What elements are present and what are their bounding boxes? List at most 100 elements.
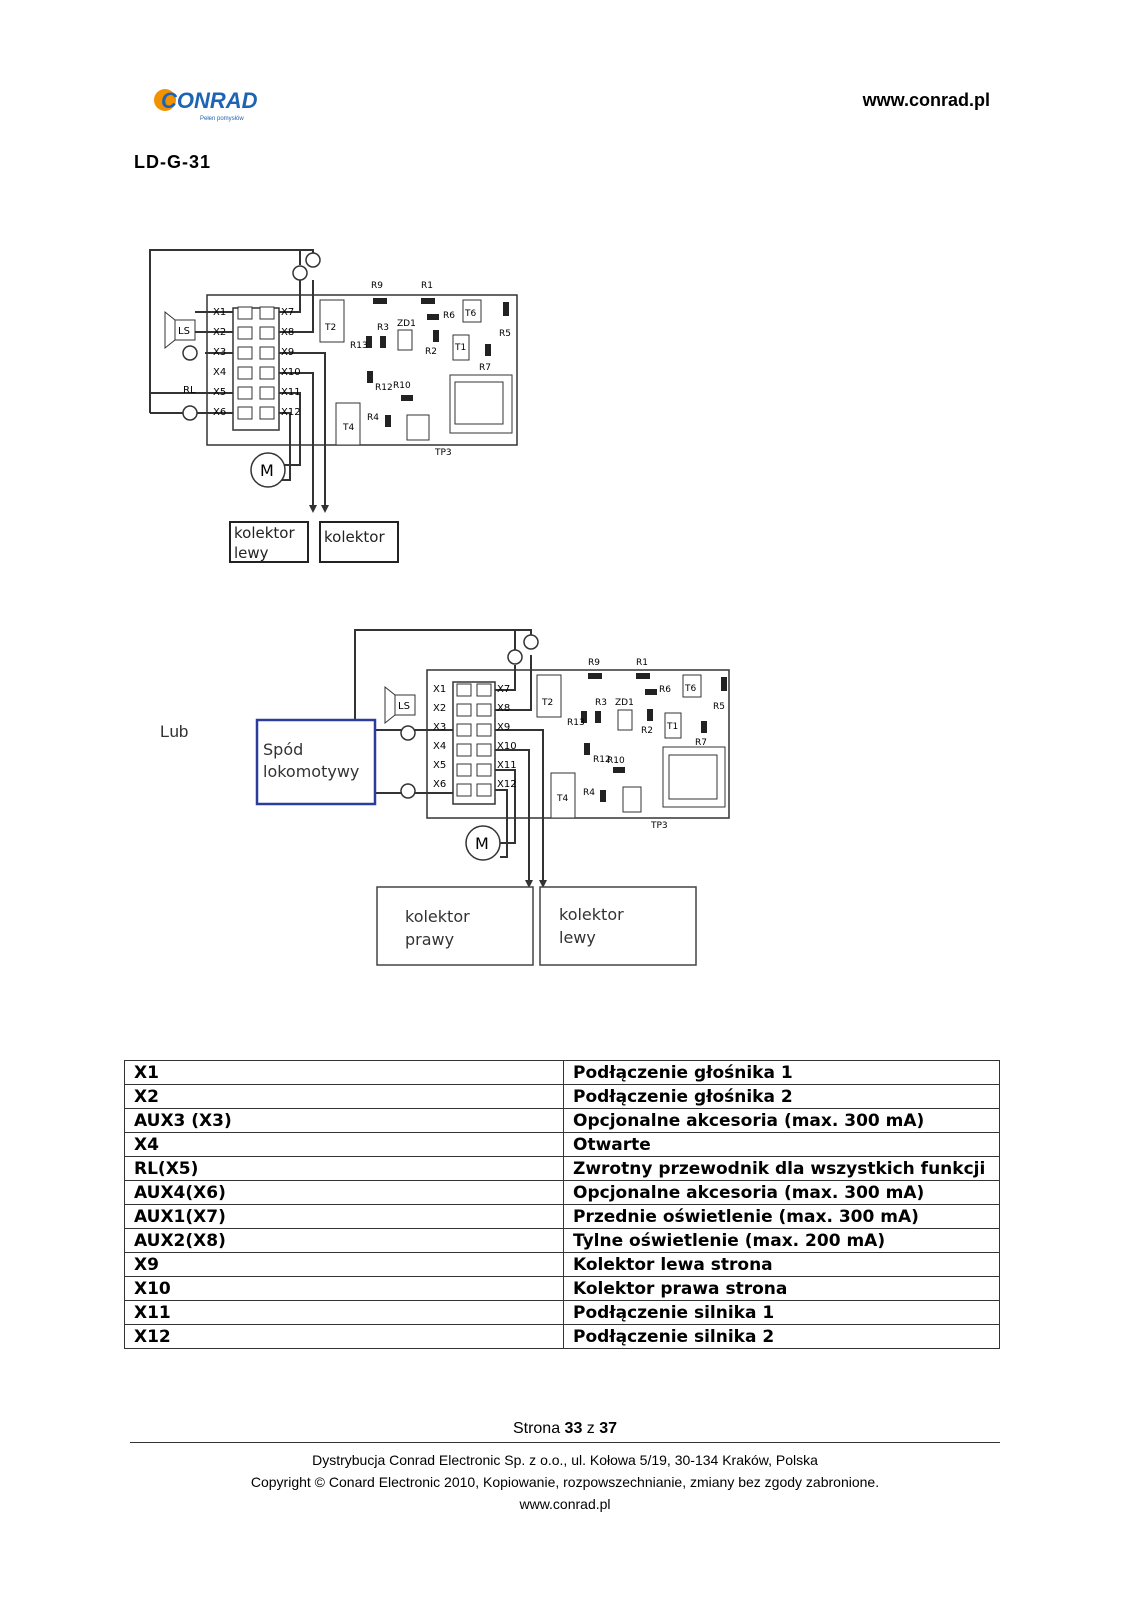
pin-label: X7 [497, 684, 510, 695]
page-separator: z [586, 1420, 595, 1437]
page-footer: Strona 33 z 37 Dystrybucja Conrad Electr… [130, 1420, 1000, 1515]
logo-mark [154, 89, 176, 111]
component-label: T4 [342, 423, 354, 433]
component-label: R1 [636, 658, 648, 668]
description-cell: Podłączenie silnika 1 [563, 1300, 1000, 1325]
collector-right-label: kolektor [324, 528, 385, 546]
description-cell: Tylne oświetlenie (max. 200 mA) [563, 1228, 1000, 1253]
pin-label: X8 [281, 327, 294, 338]
footer-copyright: Copyright © Conard Electronic 2010, Kopi… [250, 1474, 880, 1490]
conrad-logo: CONRAD Pełen pomysłów [154, 88, 258, 122]
component-label: R2 [641, 726, 653, 736]
component-label: R13 [567, 718, 585, 728]
description-cell: Opcjonalne akcesoria (max. 300 mA) [563, 1180, 1000, 1205]
component-label: ZD1 [397, 319, 416, 329]
component-label: R9 [371, 281, 383, 291]
pin-cell: AUX3 (X3) [124, 1108, 564, 1133]
underside-label: Spód [263, 740, 303, 759]
component-label: T1 [666, 722, 678, 732]
pin-label: X11 [497, 760, 517, 771]
pin-label: X9 [497, 722, 510, 733]
speaker-label: LS [178, 326, 190, 337]
description-cell: Przednie oświetlenie (max. 300 mA) [563, 1204, 1000, 1229]
logo-text: CONRAD [161, 88, 258, 113]
pin-cell: AUX1(X7) [124, 1204, 564, 1229]
collector-right-label: kolektor [405, 907, 470, 926]
alternative-label: Lub [160, 722, 189, 741]
description-cell: Otwarte [563, 1132, 1000, 1157]
pin-cell: X11 [124, 1300, 564, 1325]
page-total: 37 [599, 1420, 618, 1437]
pin-label: X6 [213, 407, 226, 418]
component-label: R13 [350, 341, 368, 351]
pin-cell: X2 [124, 1084, 564, 1109]
pin-label: X3 [433, 722, 446, 733]
collector-left-label: lewy [234, 544, 269, 562]
underside-box [255, 718, 377, 806]
collector-left-label: kolektor [559, 905, 624, 924]
component-label: TP3 [434, 448, 452, 458]
component-label: R3 [595, 698, 607, 708]
collector-left-label: lewy [559, 928, 596, 947]
component-label: T2 [541, 698, 553, 708]
table-row: AUX4(X6)Opcjonalne akcesoria (max. 300 m… [124, 1180, 1000, 1205]
footer-divider [130, 1442, 1000, 1443]
pin-label: X8 [497, 703, 510, 714]
pin-cell: X1 [124, 1060, 564, 1085]
component-label: R2 [425, 347, 437, 357]
page-prefix: Strona [512, 1420, 561, 1437]
description-cell: Kolektor lewa strona [563, 1252, 1000, 1277]
footer-website[interactable]: www.conrad.pl [519, 1496, 611, 1512]
component-label: T6 [464, 309, 476, 319]
pin-label: X4 [433, 741, 446, 752]
pin-label: X1 [213, 307, 226, 318]
rl-label: RL [183, 385, 196, 396]
component-label: R10 [607, 756, 625, 766]
pin-label: X12 [281, 407, 301, 418]
table-row: RL(X5)Zwrotny przewodnik dla wszystkich … [124, 1156, 1000, 1181]
description-cell: Zwrotny przewodnik dla wszystkich funkcj… [563, 1156, 1000, 1181]
pin-label: X2 [433, 703, 446, 714]
pin-label: X6 [433, 779, 446, 790]
collector-left-label: kolektor [234, 524, 295, 542]
pin-label: X3 [213, 347, 226, 358]
component-label: R4 [583, 788, 595, 798]
table-row: AUX1(X7)Przednie oświetlenie (max. 300 m… [124, 1204, 1000, 1229]
description-cell: Opcjonalne akcesoria (max. 300 mA) [563, 1108, 1000, 1133]
pin-label: X7 [281, 307, 294, 318]
component-label: R5 [713, 702, 725, 712]
page-number: Strona 33 z 37 [130, 1420, 1000, 1438]
footer-address: Dystrybucja Conrad Electronic Sp. z o.o.… [312, 1452, 818, 1468]
component-label: TP3 [650, 821, 668, 831]
description-cell: Podłączenie głośnika 2 [563, 1084, 1000, 1109]
pin-label: X5 [433, 760, 446, 771]
component-label: R7 [479, 363, 491, 373]
pin-cell: X9 [124, 1252, 564, 1277]
component-label: T1 [454, 343, 466, 353]
header-website[interactable]: www.conrad.pl [862, 90, 990, 110]
component-label: R5 [499, 329, 511, 339]
pin-label: X9 [281, 347, 294, 358]
underside-label: lokomotywy [263, 762, 359, 781]
pin-cell: X4 [124, 1132, 564, 1157]
pin-cell: X12 [124, 1324, 564, 1349]
component-label: T4 [556, 794, 568, 804]
wiring-diagram-1: LS RL M X1 X2 X3 X4 X5 X6 X7 X8 X9 X10 X… [149, 249, 518, 563]
speaker-label: LS [398, 701, 410, 712]
table-row: AUX2(X8)Tylne oświetlenie (max. 200 mA) [124, 1228, 1000, 1253]
pin-label: X1 [433, 684, 446, 695]
pin-label: X2 [213, 327, 226, 338]
pin-label: X10 [497, 741, 517, 752]
component-label: R4 [367, 413, 379, 423]
component-label: R6 [659, 685, 671, 695]
component-label: T6 [684, 684, 696, 694]
pin-label: X4 [213, 367, 226, 378]
